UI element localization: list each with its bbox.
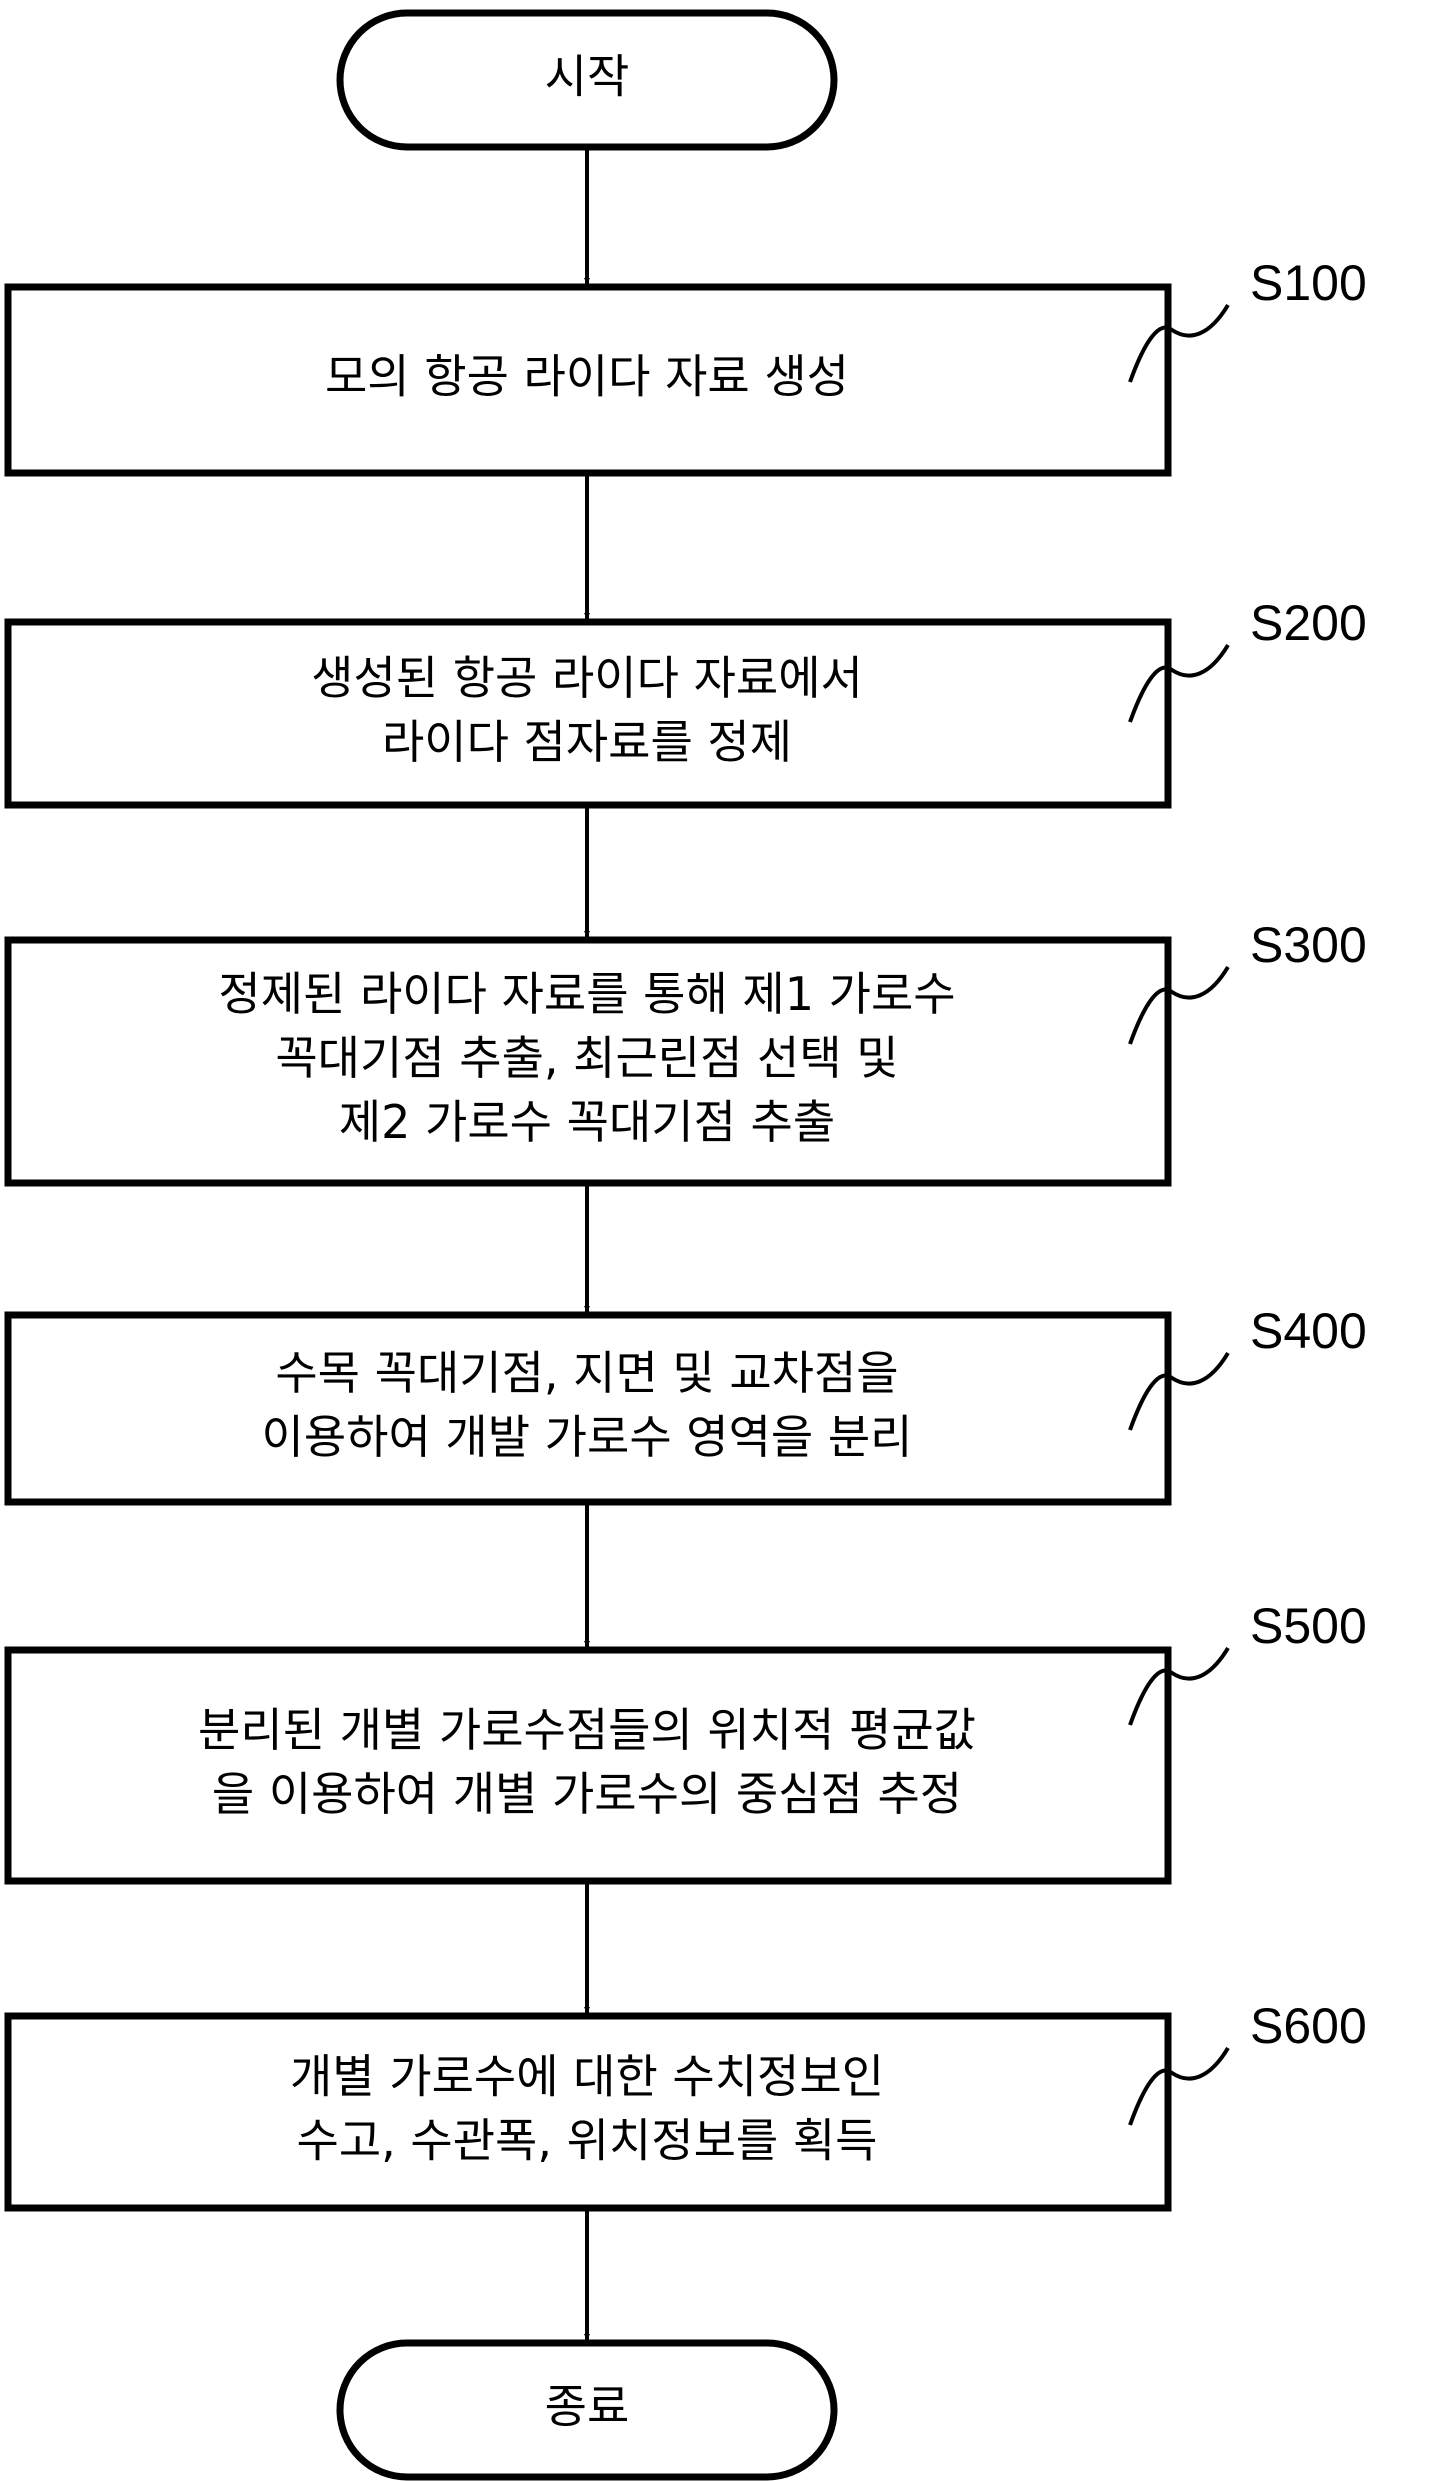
leader-squiggle bbox=[1128, 965, 1230, 1045]
step-id-label: S100 bbox=[1250, 255, 1367, 311]
step-text-line: 제2 가로수 꼭대기점 추출 bbox=[339, 1095, 835, 1149]
step-text-line: 수목 꼭대기점, 지면 및 교차점을 bbox=[275, 1346, 898, 1400]
step-id-label: S300 bbox=[1250, 917, 1367, 973]
step-text-line: 정제된 라이다 자료를 통해 제1 가로수 bbox=[218, 967, 955, 1021]
step-text-line: 꼭대기점 추출, 최근린점 선택 및 bbox=[275, 1031, 898, 1085]
leader-squiggle bbox=[1128, 2046, 1230, 2126]
leader-squiggle bbox=[1128, 1646, 1230, 1726]
step-id-label: S500 bbox=[1250, 1598, 1367, 1654]
process-box bbox=[4, 936, 1172, 1187]
end-terminal: 종료 bbox=[336, 2339, 838, 2481]
step-id-label: S400 bbox=[1250, 1303, 1367, 1359]
process-box bbox=[4, 2012, 1172, 2212]
process-box bbox=[4, 618, 1172, 809]
step-text-line: 라이다 점자료를 정제 bbox=[382, 715, 792, 769]
step-text-line: 모의 항공 라이다 자료 생성 bbox=[325, 350, 849, 404]
step-id-label: S200 bbox=[1250, 595, 1367, 651]
step-text-line: 개별 가로수에 대한 수치정보인 bbox=[290, 2050, 884, 2104]
process-step: 모의 항공 라이다 자료 생성 S100 bbox=[4, 255, 1367, 477]
step-id-label: S600 bbox=[1250, 1998, 1367, 2054]
start-terminal: 시작 bbox=[336, 9, 838, 151]
start-label: 시작 bbox=[545, 50, 630, 104]
leader-squiggle bbox=[1128, 1351, 1230, 1431]
step-text-line: 수고, 수관폭, 위치정보를 획득 bbox=[297, 2114, 878, 2168]
process-box bbox=[4, 1646, 1172, 1885]
step-text-line: 을 이용하여 개별 가로수의 중심점 추정 bbox=[212, 1767, 962, 1821]
step-text-line: 생성된 항공 라이다 자료에서 bbox=[311, 651, 863, 705]
end-label: 종료 bbox=[545, 2380, 630, 2434]
process-box bbox=[4, 1311, 1172, 1506]
leader-squiggle bbox=[1128, 643, 1230, 723]
step-text-line: 분리된 개별 가로수점들의 위치적 평균값 bbox=[198, 1703, 976, 1757]
process-box bbox=[4, 283, 1172, 477]
leader-squiggle bbox=[1128, 303, 1230, 383]
step-text-line: 이용하여 개발 가로수 영역을 분리 bbox=[262, 1410, 913, 1464]
